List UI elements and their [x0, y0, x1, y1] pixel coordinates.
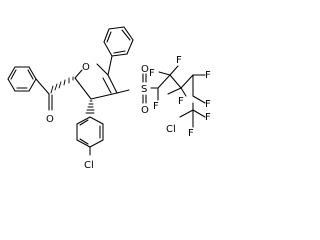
- chain-chlorine-label: Cl: [166, 124, 176, 135]
- dihydrofuran-ring: [74, 63, 118, 100]
- sulfonyl-oxygen-top: O: [141, 64, 149, 75]
- sulfonyl-chain: [116, 65, 206, 128]
- benzoyl-phenyl-ring: [7, 66, 37, 92]
- fluorine-label-8: F: [188, 128, 194, 139]
- atom-labels: O O S O O Cl Cl F F F F F F F F: [46, 55, 211, 171]
- fluorine-label-7: F: [205, 112, 211, 123]
- fluorine-label-1: F: [149, 68, 155, 79]
- fluorine-label-2: F: [176, 55, 182, 66]
- hashed-wedge-c2-carbonyl: [50, 76, 74, 94]
- sulfonyl-oxygen-bottom: O: [141, 105, 149, 116]
- chlorophenyl-ring: [76, 116, 104, 156]
- fluorine-label-5: F: [205, 70, 211, 81]
- chemical-structure: O O S O O Cl Cl F F F F F F F F: [7, 26, 211, 171]
- ketone-group: [35, 78, 53, 111]
- ketone-oxygen-label: O: [46, 114, 54, 125]
- phenyl-ring: [103, 26, 134, 76]
- hashed-wedge-c3-aryl: [85, 100, 95, 114]
- ring-oxygen-label: O: [82, 62, 90, 73]
- fluorine-label-3: F: [153, 101, 159, 112]
- aryl-chlorine-label: Cl: [84, 160, 94, 171]
- sulfur-label: S: [141, 84, 147, 95]
- fluorine-label-4: F: [178, 96, 184, 107]
- fluorine-label-6: F: [205, 99, 211, 110]
